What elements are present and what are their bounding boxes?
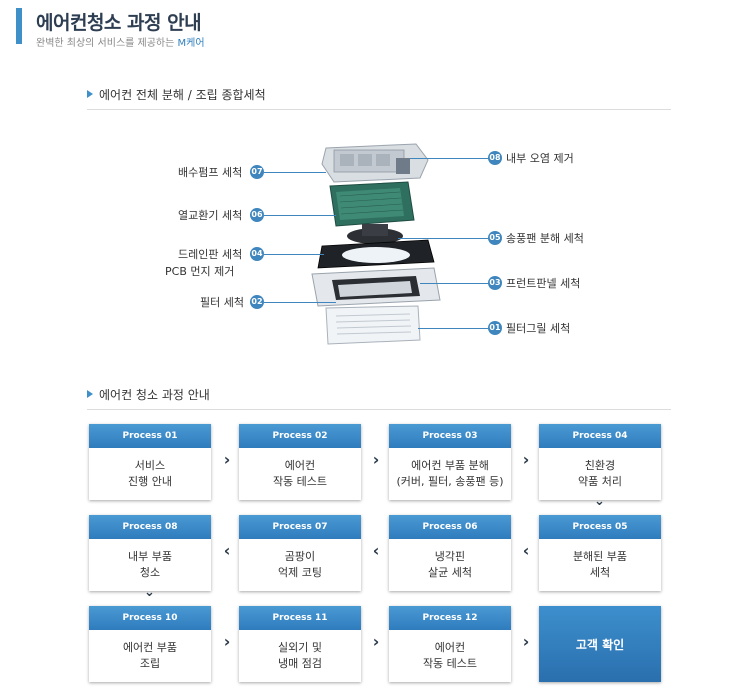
leader-line bbox=[264, 215, 336, 216]
title-accent-bar bbox=[16, 8, 22, 44]
process-step-text: 분해된 부품 세척 bbox=[572, 550, 628, 579]
process-card-07: Process 07 곰팡이 억제 코팅 bbox=[239, 515, 361, 591]
process-step-label: Process 05 bbox=[539, 515, 661, 539]
top-cover-part bbox=[321, 143, 429, 183]
chevron-down-icon: ⌄ bbox=[594, 494, 605, 509]
leader-line bbox=[398, 238, 488, 239]
section-title: 에어컨 청소 과정 안내 bbox=[99, 388, 210, 402]
chevron-right-icon: › bbox=[223, 450, 231, 469]
process-card-01: Process 01 서비스 진행 안내 bbox=[89, 424, 211, 500]
process-card-03: Process 03 에어컨 부품 분해 (커버, 필터, 송풍팬 등) bbox=[389, 424, 511, 500]
leader-line bbox=[420, 283, 488, 284]
process-step-text: 곰팡이 억제 코팅 bbox=[278, 550, 322, 579]
aircon-exploded-illustration bbox=[311, 143, 441, 345]
chevron-right-icon: › bbox=[223, 632, 231, 651]
label-drain-pump: 배수펌프 세척 bbox=[178, 166, 243, 179]
process-card-05: Process 05 분해된 부품 세척 bbox=[539, 515, 661, 591]
chevron-down-icon: ⌄ bbox=[144, 585, 155, 600]
process-step-text: 에어컨 부품 분해 (커버, 필터, 송풍팬 등) bbox=[396, 459, 504, 488]
triangle-bullet-icon bbox=[87, 390, 93, 398]
process-step-label: Process 11 bbox=[239, 606, 361, 630]
drain-pan-part bbox=[317, 239, 435, 269]
chevron-left-icon: ‹ bbox=[522, 541, 530, 560]
page-subtitle: 완벽한 최상의 서비스를 제공하는 M케어 bbox=[36, 34, 205, 49]
badge-02: 02 bbox=[250, 295, 264, 309]
label-filter: 필터 세척 bbox=[200, 296, 244, 309]
process-step-text: 친환경 약품 처리 bbox=[578, 459, 622, 488]
badge-05: 05 bbox=[488, 231, 502, 245]
badge-04: 04 bbox=[250, 247, 264, 261]
process-step-text: 냉각핀 살균 세척 bbox=[428, 550, 472, 579]
leader-line bbox=[418, 328, 488, 329]
process-card-06: Process 06 냉각핀 살균 세척 bbox=[389, 515, 511, 591]
chevron-left-icon: ‹ bbox=[223, 541, 231, 560]
process-step-text: 에어컨 작동 테스트 bbox=[272, 459, 328, 488]
leader-line bbox=[410, 158, 488, 159]
triangle-bullet-icon bbox=[87, 90, 93, 98]
subtitle-text: 완벽한 최상의 서비스를 제공하는 bbox=[36, 38, 178, 49]
badge-06: 06 bbox=[250, 208, 264, 222]
chevron-left-icon: ‹ bbox=[372, 541, 380, 560]
process-step-label: Process 06 bbox=[389, 515, 511, 539]
section-header-process: 에어컨 청소 과정 안내 bbox=[87, 386, 671, 410]
process-step-text: 서비스 진행 안내 bbox=[128, 459, 172, 488]
chevron-right-icon: › bbox=[372, 450, 380, 469]
filter-grille-part bbox=[325, 305, 421, 345]
process-step-label: Process 10 bbox=[89, 606, 211, 630]
leader-line bbox=[264, 254, 324, 255]
process-card-04: Process 04 친환경 약품 처리 bbox=[539, 424, 661, 500]
chevron-right-icon: › bbox=[522, 450, 530, 469]
chevron-right-icon: › bbox=[372, 632, 380, 651]
label-pcb-dust: PCB 먼지 제거 bbox=[165, 265, 235, 278]
badge-03: 03 bbox=[488, 276, 502, 290]
process-step-text: 에어컨 작동 테스트 bbox=[422, 641, 478, 670]
badge-01: 01 bbox=[488, 321, 502, 335]
process-card-12: Process 12 에어컨 작동 테스트 bbox=[389, 606, 511, 682]
heat-exchanger-part bbox=[329, 181, 415, 227]
process-step-text: 에어컨 부품 조립 bbox=[122, 641, 178, 670]
label-blower-fan: 송풍팬 분해 세척 bbox=[506, 232, 584, 245]
process-step-label: Process 01 bbox=[89, 424, 211, 448]
label-drain-pan: 드레인판 세척 bbox=[178, 248, 243, 261]
process-step-label: Process 04 bbox=[539, 424, 661, 448]
label-filter-grille: 필터그릴 세척 bbox=[506, 322, 571, 335]
chevron-right-icon: › bbox=[522, 632, 530, 651]
section-title: 에어컨 전체 분해 / 조립 종합세척 bbox=[99, 88, 266, 102]
process-step-text: 내부 부품 청소 bbox=[128, 550, 172, 579]
badge-07: 07 bbox=[250, 165, 264, 179]
blower-fan-part bbox=[347, 224, 403, 244]
process-step-label: Process 03 bbox=[389, 424, 511, 448]
label-front-panel: 프런트판넬 세척 bbox=[506, 277, 581, 290]
process-step-label: Process 12 bbox=[389, 606, 511, 630]
front-panel-part bbox=[311, 267, 441, 307]
label-internal-contamination: 내부 오염 제거 bbox=[506, 152, 574, 165]
process-step-label: Process 08 bbox=[89, 515, 211, 539]
badge-08: 08 bbox=[488, 151, 502, 165]
leader-line bbox=[264, 172, 326, 173]
process-step-text: 실외기 및 냉매 점검 bbox=[278, 641, 322, 670]
subtitle-brand: M케어 bbox=[177, 38, 205, 49]
process-card-10: Process 10 에어컨 부품 조립 bbox=[89, 606, 211, 682]
label-heat-exchanger: 열교환기 세척 bbox=[178, 209, 243, 222]
process-step-label: Process 07 bbox=[239, 515, 361, 539]
section-header-overview: 에어컨 전체 분해 / 조립 종합세척 bbox=[87, 86, 671, 110]
final-step-customer-confirm: 고객 확인 bbox=[539, 606, 661, 682]
page-title: 에어컨청소 과정 안내 bbox=[36, 12, 202, 34]
process-card-02: Process 02 에어컨 작동 테스트 bbox=[239, 424, 361, 500]
leader-line bbox=[264, 302, 336, 303]
process-card-11: Process 11 실외기 및 냉매 점검 bbox=[239, 606, 361, 682]
process-step-label: Process 02 bbox=[239, 424, 361, 448]
process-card-08: Process 08 내부 부품 청소 bbox=[89, 515, 211, 591]
